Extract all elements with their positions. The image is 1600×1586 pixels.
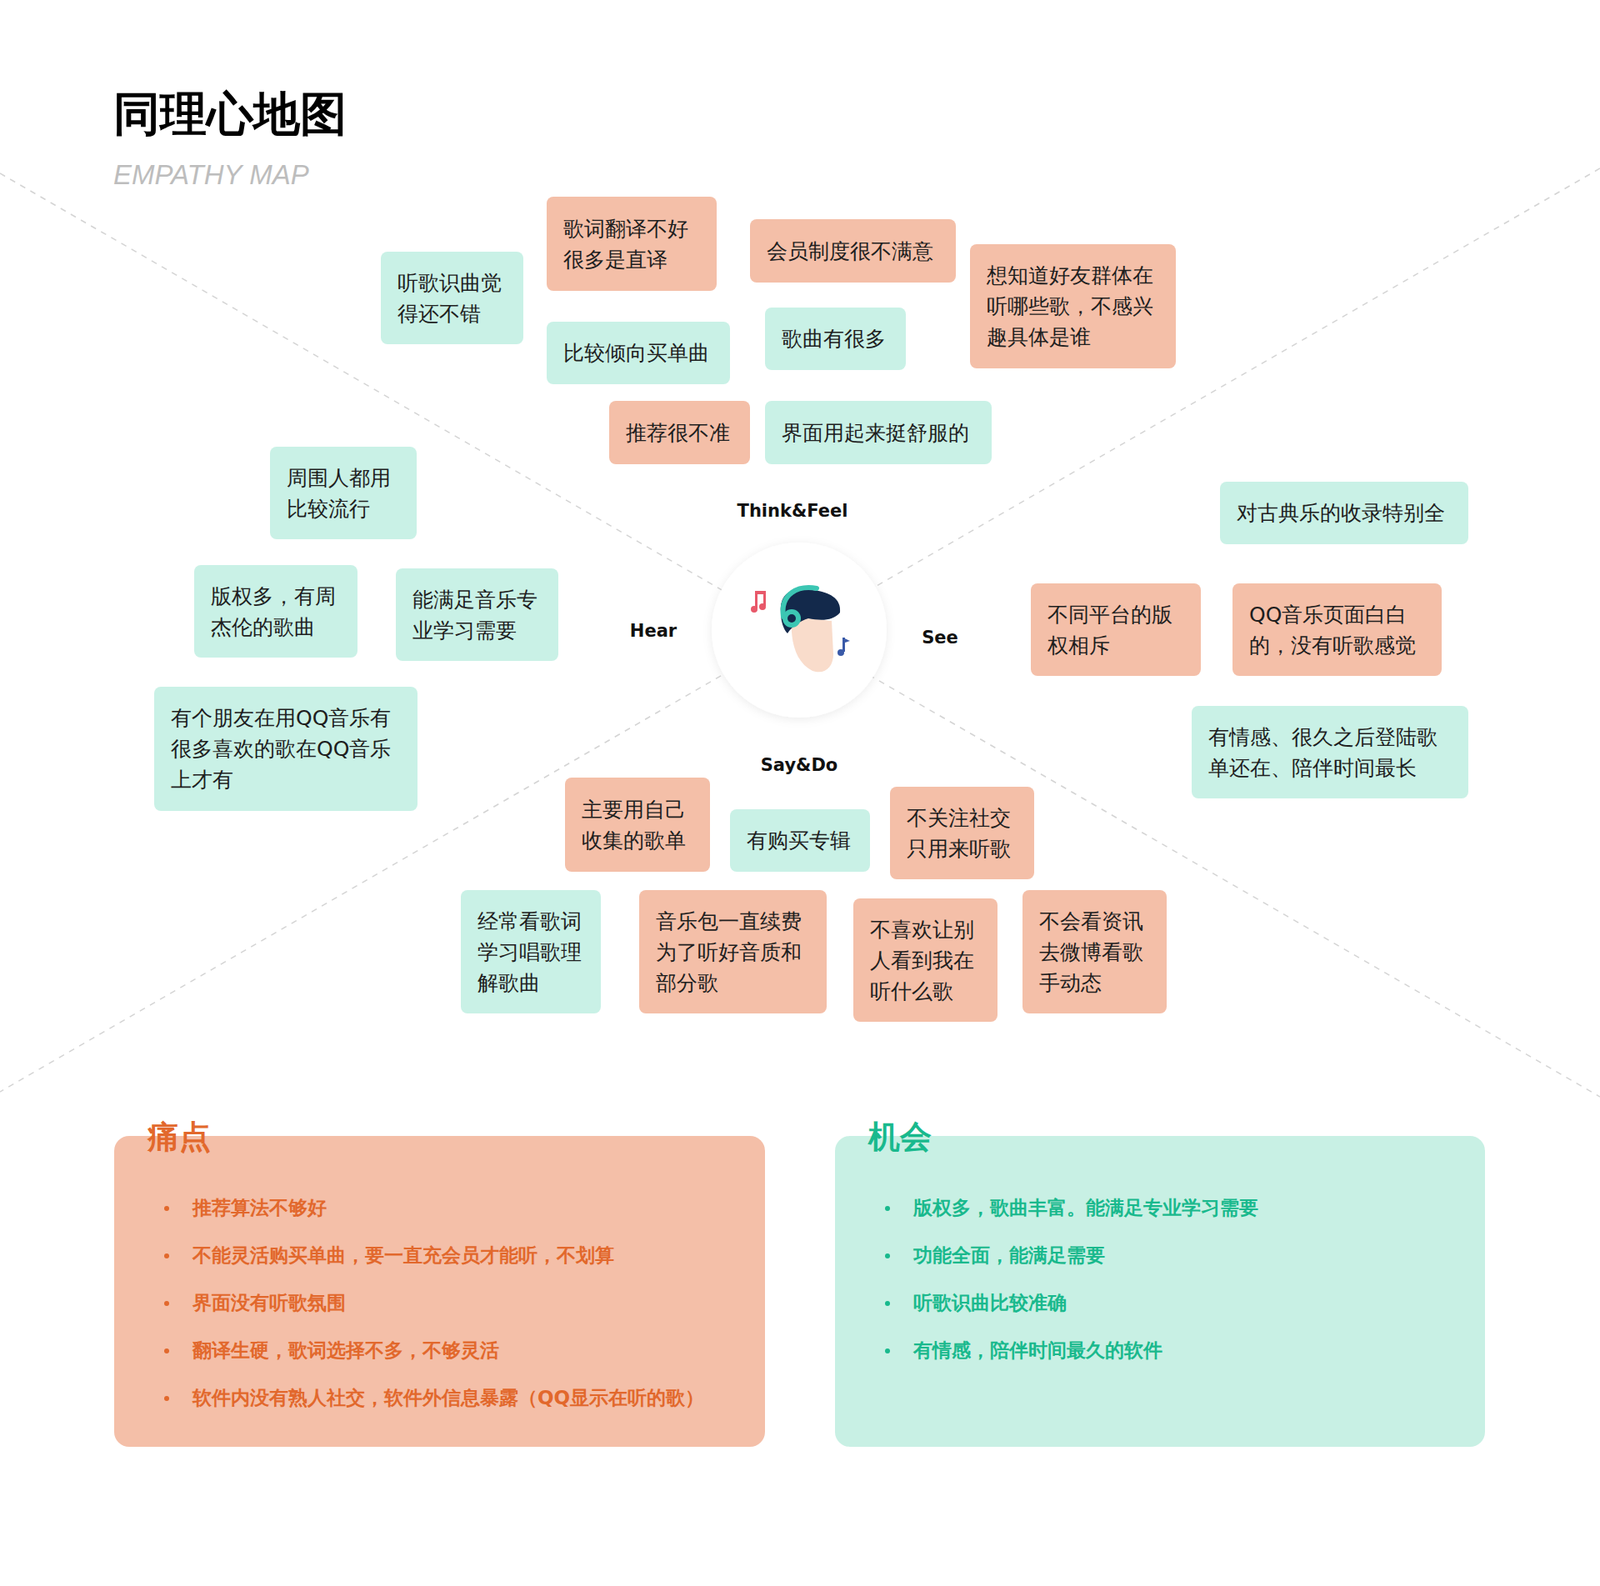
sticky-note: 不喜欢让别人看到我在听什么歌 xyxy=(853,898,998,1022)
sticky-note: 歌曲有很多 xyxy=(765,307,906,370)
bullet-item: 有情感，陪伴时间最久的软件 xyxy=(913,1326,1460,1375)
bullet-item: 版权多，歌曲丰富。能满足专业学习需要 xyxy=(913,1184,1460,1232)
bullet-item: 推荐算法不够好 xyxy=(192,1184,740,1232)
note-text: 歌词翻译不好很多是直译 xyxy=(563,213,700,275)
note-text: 不同平台的版权相斥 xyxy=(1047,599,1185,661)
sticky-note: 歌词翻译不好很多是直译 xyxy=(546,196,717,291)
note-text: 不会看资讯去微博看歌手动态 xyxy=(1039,905,1150,999)
sticky-note: 有个朋友在用QQ音乐有很多喜欢的歌在QQ音乐上才有 xyxy=(154,686,418,811)
note-text: 不喜欢让别人看到我在听什么歌 xyxy=(870,914,981,1007)
panel-heading: 痛点 xyxy=(147,1117,211,1156)
note-text: 经常看歌词学习唱歌理解歌曲 xyxy=(477,905,585,999)
sticky-note: 不同平台的版权相斥 xyxy=(1030,583,1201,676)
note-text: 版权多，有周杰伦的歌曲 xyxy=(210,580,341,643)
note-text: 比较倾向买单曲 xyxy=(563,337,710,369)
bullet-item: 功能全面，能满足需要 xyxy=(913,1231,1460,1280)
note-text: 音乐包一直续费为了听好音质和部分歌 xyxy=(655,905,810,999)
bullet-item: 听歌识曲比较准确 xyxy=(913,1279,1460,1327)
sticky-note: 能满足音乐专业学习需要 xyxy=(395,568,559,661)
divider-line xyxy=(0,173,1600,1097)
map-subtitle: EMPATHY MAP xyxy=(113,158,310,192)
note-text: 推荐很不准 xyxy=(625,417,730,449)
map-title: 同理心地图 xyxy=(113,86,347,142)
summary-panel: 痛点推荐算法不够好不能灵活购买单曲，要一直充会员才能听，不划算界面没有听歌氛围翻… xyxy=(114,1135,765,1447)
sticky-note: 听歌识曲觉得还不错 xyxy=(380,251,524,345)
sticky-note: 周围人都用比较流行 xyxy=(270,446,417,540)
sticky-note: 主要用自己收集的歌单 xyxy=(565,777,710,872)
note-text: 不关注社交只用来听歌 xyxy=(906,802,1018,865)
quadrant-label: See xyxy=(917,625,963,650)
divider-line xyxy=(0,168,1600,1092)
summary-panel: 机会版权多，歌曲丰富。能满足专业学习需要功能全面，能满足需要听歌识曲比较准确有情… xyxy=(835,1135,1485,1447)
listener-illustration xyxy=(750,587,850,672)
sticky-note: 不关注社交只用来听歌 xyxy=(890,786,1035,880)
sticky-note: 会员制度很不满意 xyxy=(750,219,956,283)
quadrant-label: Think&Feel xyxy=(733,499,853,523)
note-text: 周围人都用比较流行 xyxy=(286,462,400,525)
sticky-note: 推荐很不准 xyxy=(609,400,750,465)
note-text: 听歌识曲觉得还不错 xyxy=(397,267,507,330)
note-text: 有情感、很久之后登陆歌单还在、陪伴时间最长 xyxy=(1208,721,1452,784)
sticky-note: 有购买专辑 xyxy=(730,809,870,872)
sticky-note: 有情感、很久之后登陆歌单还在、陪伴时间最长 xyxy=(1191,705,1469,799)
note-text: 会员制度很不满意 xyxy=(766,235,934,267)
sticky-note: QQ音乐页面白白的，没有听歌感觉 xyxy=(1232,583,1442,676)
note-text: 想知道好友群体在听哪些歌，不感兴趣具体是谁 xyxy=(986,260,1160,353)
quadrant-label: Hear xyxy=(625,619,681,643)
panel-heading: 机会 xyxy=(868,1117,932,1156)
note-text: 有购买专辑 xyxy=(746,825,851,856)
note-text: 歌曲有很多 xyxy=(781,323,886,355)
note-text: 界面用起来挺舒服的 xyxy=(781,417,970,449)
bullet-item: 翻译生硬，歌词选择不多，不够灵活 xyxy=(192,1326,740,1375)
note-text: 对古典乐的收录特别全 xyxy=(1236,497,1445,529)
bullet-item: 界面没有听歌氛围 xyxy=(192,1279,740,1327)
quadrant-label: Say&Do xyxy=(756,753,843,777)
sticky-note: 界面用起来挺舒服的 xyxy=(765,400,992,465)
sticky-note: 经常看歌词学习唱歌理解歌曲 xyxy=(460,890,601,1014)
note-text: QQ音乐页面白白的，没有听歌感觉 xyxy=(1249,599,1425,661)
note-text: 有个朋友在用QQ音乐有很多喜欢的歌在QQ音乐上才有 xyxy=(170,702,401,795)
sticky-note: 对古典乐的收录特别全 xyxy=(1220,481,1469,545)
bullet-item: 软件内没有熟人社交，软件外信息暴露（QQ显示在听的歌） xyxy=(192,1374,740,1422)
note-text: 主要用自己收集的歌单 xyxy=(581,794,694,856)
note-text: 能满足音乐专业学习需要 xyxy=(412,584,542,646)
sticky-note: 想知道好友群体在听哪些歌，不感兴趣具体是谁 xyxy=(970,244,1176,369)
bullet-item: 不能灵活购买单曲，要一直充会员才能听，不划算 xyxy=(192,1231,740,1280)
center-circle xyxy=(711,542,887,718)
sticky-note: 比较倾向买单曲 xyxy=(546,321,730,385)
sticky-note: 音乐包一直续费为了听好音质和部分歌 xyxy=(639,890,827,1014)
sticky-note: 不会看资讯去微博看歌手动态 xyxy=(1022,890,1167,1014)
sticky-note: 版权多，有周杰伦的歌曲 xyxy=(194,565,358,658)
